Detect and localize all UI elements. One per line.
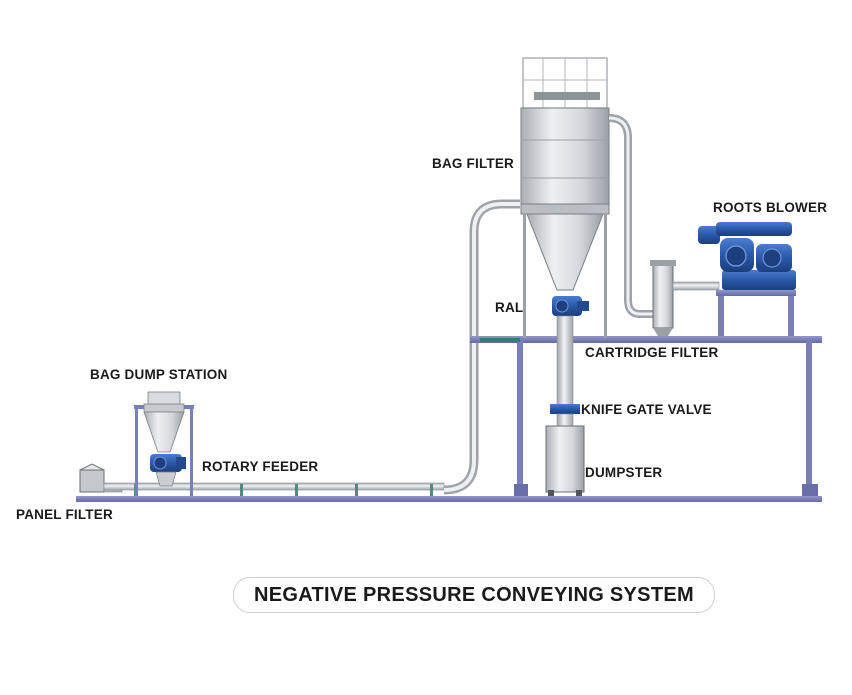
label-bag-dump-station: BAG DUMP STATION [90, 367, 228, 382]
label-bag-filter: BAG FILTER [432, 156, 514, 171]
label-rotary-feeder: ROTARY FEEDER [202, 459, 319, 474]
label-cartridge-filter: CARTRIDGE FILTER [585, 345, 719, 360]
cartridge-filter-unit [650, 260, 720, 336]
drop-pipe [545, 315, 585, 496]
support-frame [470, 336, 822, 496]
label-panel-filter: PANEL FILTER [16, 507, 113, 522]
diagram-title: NEGATIVE PRESSURE CONVEYING SYSTEM [254, 583, 694, 606]
floor-beam [76, 496, 822, 502]
label-knife-gate-valve: KNIFE GATE VALVE [581, 402, 712, 417]
roots-blower-unit [698, 222, 796, 336]
diagram-title-pill: NEGATIVE PRESSURE CONVEYING SYSTEM [233, 577, 715, 613]
bag-filter-unit [520, 57, 656, 338]
label-ral: RAL [495, 300, 524, 315]
label-roots-blower: ROOTS BLOWER [713, 200, 828, 215]
bag-dump-station [134, 391, 194, 496]
label-dumpster: DUMPSTER [585, 465, 663, 480]
